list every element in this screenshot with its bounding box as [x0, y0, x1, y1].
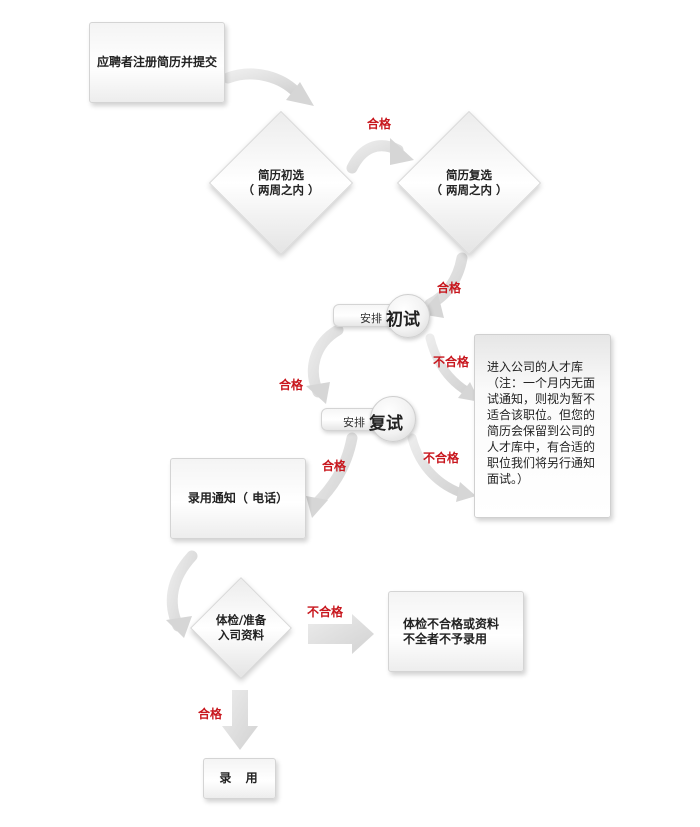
arrow-submit-to-screen1 — [222, 68, 302, 98]
interview1-big-text: 初试 — [386, 310, 420, 330]
label-pass-5: 合格 — [198, 707, 223, 721]
offer-notice-text: 录用通知（ 电话） — [187, 491, 289, 505]
screen1-label: 简历初选 （ 两周之内 ） — [216, 160, 346, 206]
interview2-circle — [370, 396, 416, 442]
talent-pool-text: 进入公司的人才库（注：一个月内无面试通知，则视为暂不适合该职位。但您的简历会保留… — [487, 360, 596, 486]
interview1-small-text: 安排 — [360, 312, 382, 325]
talent-pool-box: 进入公司的人才库（注：一个月内无面试通知，则视为暂不适合该职位。但您的简历会保留… — [474, 334, 611, 518]
offer-notice-box: 录用通知（ 电话） — [170, 458, 306, 539]
submit-resume-box: 应聘者注册简历并提交 — [89, 22, 225, 103]
check-line2: 入司资料 — [218, 628, 264, 642]
arrow-head — [306, 496, 328, 518]
arrow-head — [390, 138, 414, 165]
interview2-big-text: 复试 — [369, 414, 403, 434]
screen2-sub: （ 两周之内 ） — [430, 183, 508, 197]
arrow-check-to-hire — [222, 690, 258, 750]
screen2-title: 简历复选 — [446, 168, 492, 182]
arrow-interview2-to-pool — [407, 433, 469, 499]
arrow-interview1-to-pool — [425, 333, 473, 397]
check-line1: 体检/准备 — [215, 613, 267, 627]
label-fail-2: 不合格 — [423, 451, 460, 465]
arrow-interview1-to-interview2 — [307, 324, 344, 398]
label-fail-3: 不合格 — [307, 605, 344, 619]
arrow-head — [456, 482, 476, 502]
reject-text: 体检不合格或资料不全者不予录用 — [403, 616, 500, 646]
label-pass-4: 合格 — [322, 459, 347, 473]
arrow-check-to-reject — [308, 614, 374, 654]
label-pass-2: 合格 — [437, 281, 462, 295]
reject-box: 体检不合格或资料不全者不予录用 — [388, 591, 524, 672]
interview2-small-text: 安排 — [343, 416, 365, 429]
screen2-label: 简历复选 （ 两周之内 ） — [404, 160, 534, 206]
arrow-head — [166, 616, 192, 638]
screen1-title: 简历初选 — [258, 168, 304, 182]
arrow-head — [286, 82, 314, 106]
hire-text: 录 用 — [219, 771, 260, 785]
check-label: 体检/准备 入司资料 — [196, 611, 286, 645]
arrow-offer-to-check — [166, 550, 198, 632]
hire-box: 录 用 — [203, 758, 276, 799]
screen1-sub: （ 两周之内 ） — [242, 183, 320, 197]
interview1-circle — [386, 294, 430, 338]
label-fail-1: 不合格 — [433, 355, 470, 369]
arrow-head — [306, 382, 330, 404]
submit-resume-text: 应聘者注册简历并提交 — [96, 55, 217, 69]
label-pass-3: 合格 — [279, 378, 304, 392]
label-pass-1: 合格 — [367, 117, 392, 131]
